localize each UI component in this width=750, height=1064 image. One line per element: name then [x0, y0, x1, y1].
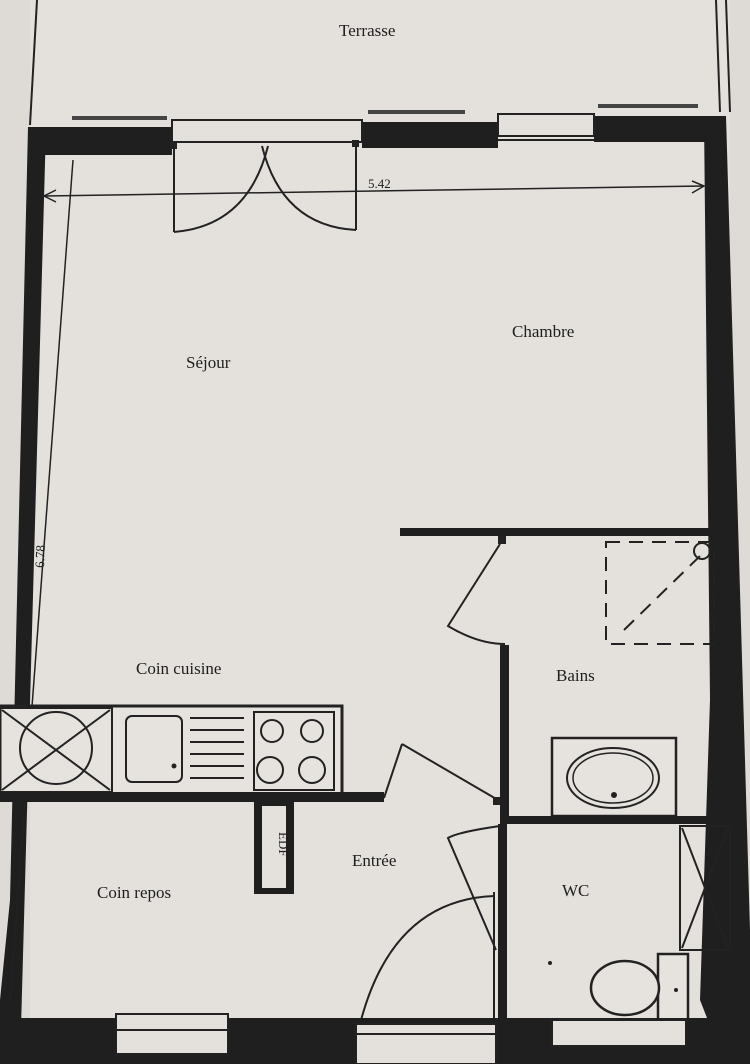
door-hinge-right — [352, 140, 359, 147]
bath-door-jamb — [498, 536, 506, 544]
wc-door-swing — [446, 825, 501, 951]
room-label-terrasse: Terrasse — [339, 21, 395, 40]
kitchen-sink-basin — [125, 715, 183, 783]
shower-tray — [605, 541, 715, 645]
terrace-right-line-2 — [725, 0, 731, 113]
room-label-coin-cuisine: Coin cuisine — [136, 659, 221, 678]
wc-cupboard-cross-2 — [681, 827, 729, 949]
terrace-sill-middle — [368, 110, 465, 114]
room-label-wc: WC — [562, 881, 589, 900]
entry-door-leaf — [383, 743, 403, 799]
room-label-bains: Bains — [556, 666, 595, 685]
cooktop-burner-2 — [300, 719, 324, 743]
bath-left-wall — [500, 645, 509, 820]
room-label-chambre: Chambre — [512, 322, 574, 341]
bottom-window-left — [115, 1013, 229, 1055]
dimension-height-label: 6.78 — [32, 545, 48, 568]
left-wall — [0, 127, 46, 1064]
shower-diagonal — [623, 555, 701, 631]
dimension-width-label: 5.42 — [368, 176, 391, 191]
kitchen-bottom-wall — [0, 792, 384, 802]
cooktop-burner-3 — [256, 756, 284, 784]
room-label-sejour: Séjour — [186, 353, 231, 372]
top-wall-left — [28, 127, 172, 155]
top-wall-middle — [362, 122, 498, 148]
terrace-sill-right — [598, 104, 698, 108]
top-window-frame-double-door — [171, 119, 363, 143]
front-door-arc — [359, 895, 495, 1025]
kitchen-sink-drain — [171, 763, 177, 769]
washing-machine-drum — [19, 711, 93, 785]
bath-sink-basin — [566, 747, 660, 809]
edf-label: EDF — [276, 832, 291, 857]
terrace-sill-left — [72, 116, 167, 120]
dimension-width-line — [43, 185, 705, 197]
dimension-width-arrow-right — [691, 180, 706, 194]
wc-cupboard — [679, 825, 731, 951]
bath-sink-counter — [550, 736, 678, 818]
top-window-frame-right — [497, 113, 595, 137]
door-hinge-left — [170, 142, 177, 149]
room-label-entree: Entrée — [352, 851, 396, 870]
edf-cabinet-inner — [262, 806, 286, 888]
toilet-tank — [656, 952, 690, 1026]
entry-threshold — [355, 1023, 497, 1064]
bath-door-swing — [446, 543, 506, 645]
bath-top-wall — [400, 528, 716, 536]
door-right-arc — [261, 145, 357, 231]
kitchen-counter — [0, 704, 344, 796]
room-label-coin-repos: Coin repos — [97, 883, 171, 902]
door-left-arc — [173, 145, 269, 233]
cooktop-burner-4 — [298, 756, 326, 784]
toilet-bowl — [589, 959, 661, 1017]
entry-door-jamb — [493, 797, 501, 805]
bottom-window-right — [551, 1019, 687, 1047]
bath-sink-basin-inner — [572, 752, 654, 804]
washing-machine-cross-2 — [1, 709, 111, 791]
bath-sink-drain — [611, 792, 617, 798]
wc-left-wall — [498, 824, 507, 1024]
cooktop — [253, 711, 335, 791]
toilet-flush-button — [674, 988, 678, 992]
terrace-left-line — [29, 0, 38, 126]
wc-detail-dot — [548, 961, 552, 965]
shower-drain — [693, 542, 711, 560]
terrace-right-line-1 — [715, 0, 721, 113]
entry-door-swing — [401, 743, 499, 801]
dimension-height-line — [9, 159, 74, 1001]
top-wall-right — [594, 116, 726, 142]
bath-bottom-wall — [500, 816, 722, 824]
cooktop-burner-1 — [260, 719, 284, 743]
dimension-width-arrow-left — [42, 189, 57, 203]
